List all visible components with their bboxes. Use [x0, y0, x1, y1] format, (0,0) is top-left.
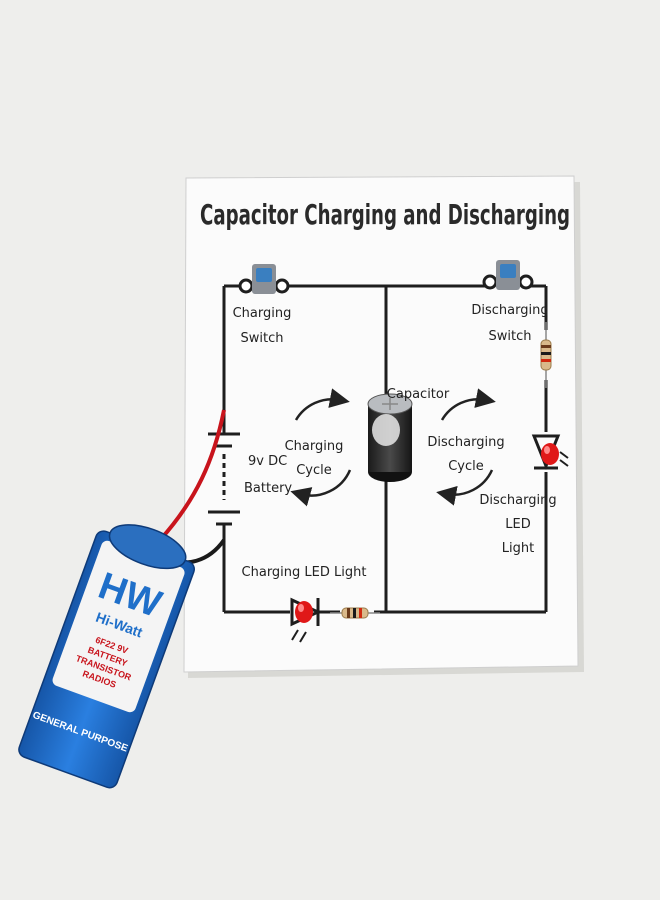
discharging-switch-label: Discharging: [471, 303, 548, 318]
charging-switch[interactable]: [238, 264, 290, 294]
resistor-discharge: [540, 322, 552, 388]
discharging-switch-label: Switch: [489, 329, 532, 344]
discharging-led-label: Light: [502, 541, 534, 556]
switch-button-cap: [500, 264, 516, 278]
nine-volt-battery: HW Hi-Watt 6F22 9V BATTERY TRANSISTOR RA…: [18, 524, 195, 789]
discharging-led-label: LED: [505, 517, 530, 532]
discharging-led-label: Discharging: [479, 493, 556, 508]
charging-led-label: Charging LED Light: [242, 565, 367, 580]
discharging-cycle-label: Discharging: [427, 435, 504, 450]
discharging-cycle-arrows: [436, 388, 496, 506]
charging-cycle-label: Cycle: [296, 463, 332, 478]
battery-label: Battery: [244, 481, 292, 496]
battery-snap-connector: [108, 524, 187, 570]
discharging-led: [531, 434, 569, 471]
red-battery-wire: [158, 409, 226, 542]
charging-switch-label: Charging: [233, 306, 292, 321]
resistor-charge: [330, 607, 380, 619]
battery-label: 9v DC: [248, 454, 287, 469]
discharging-switch[interactable]: [482, 260, 534, 290]
charging-led: [290, 597, 322, 643]
capacitor: [367, 393, 413, 482]
board-title: Capacitor Charging and Discharging: [200, 198, 570, 231]
charging-cycle-arrows: [290, 388, 352, 507]
discharging-cycle-label: Cycle: [448, 459, 484, 474]
charging-switch-label: Switch: [241, 331, 284, 346]
switch-button-cap: [256, 268, 272, 282]
battery-label-panel: [52, 540, 185, 713]
charging-cycle-label: Charging: [285, 439, 344, 454]
capacitor-label: Capacitor: [387, 387, 450, 402]
